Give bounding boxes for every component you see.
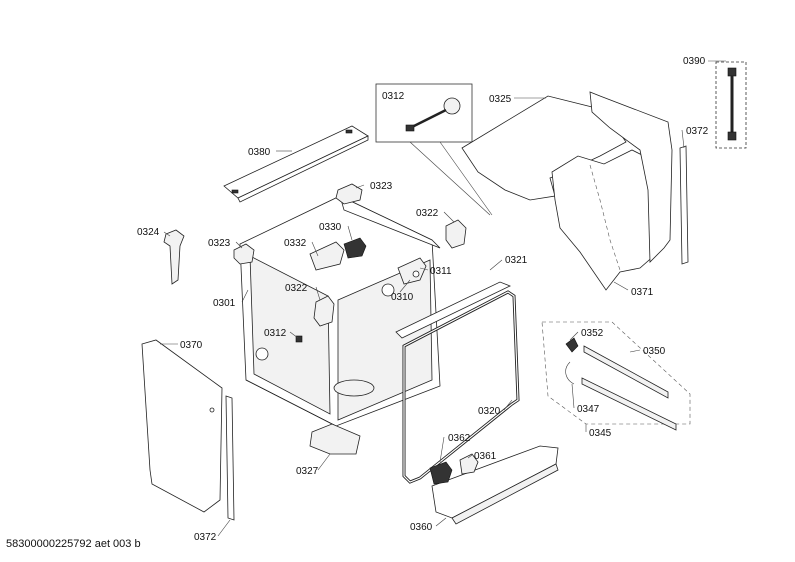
part-0323-bracket-left xyxy=(233,243,255,265)
label-0325: 0325 xyxy=(489,94,512,105)
label-0372-top: 0372 xyxy=(686,126,709,137)
callout-labels: 0390 0312 0325 0372 0380 0323 0322 0324 … xyxy=(137,56,709,543)
label-0310: 0310 xyxy=(391,292,414,303)
label-0324: 0324 xyxy=(137,227,160,238)
part-0323-bracket-top xyxy=(335,183,363,205)
label-0322-left: 0322 xyxy=(285,283,308,294)
part-0362-0361-small xyxy=(429,453,479,485)
label-0347: 0347 xyxy=(577,404,600,415)
label-0323-top: 0323 xyxy=(370,181,393,192)
part-0320-door-seal xyxy=(402,290,520,484)
leader-lines xyxy=(160,60,726,537)
part-0312-screw xyxy=(295,335,303,343)
label-0330: 0330 xyxy=(319,222,342,233)
label-0390: 0390 xyxy=(683,56,706,67)
part-0330-0332-internal xyxy=(309,237,367,271)
part-0322-bracket-left xyxy=(313,295,335,327)
label-0352: 0352 xyxy=(581,328,604,339)
part-0324-hinge xyxy=(163,229,185,285)
part-0311-0310 xyxy=(397,257,427,285)
label-0312-box: 0312 xyxy=(382,91,405,102)
part-0321-gasket xyxy=(395,281,511,339)
label-0370: 0370 xyxy=(180,340,203,351)
label-0361: 0361 xyxy=(474,451,497,462)
part-0372-bottom-strip xyxy=(225,395,235,521)
part-0372-top-strip xyxy=(679,145,689,265)
label-0350: 0350 xyxy=(643,346,666,357)
part-0327-base xyxy=(309,423,361,455)
label-0322-right: 0322 xyxy=(416,208,439,219)
label-0380: 0380 xyxy=(248,147,271,158)
part-0350-0345-rails xyxy=(541,321,691,431)
label-0301: 0301 xyxy=(213,298,236,309)
drawing-reference-caption: 58300000225792 aet 003 b xyxy=(6,538,141,550)
part-0325-insulation-mat xyxy=(461,95,657,291)
label-0362: 0362 xyxy=(448,433,471,444)
label-0327: 0327 xyxy=(296,466,319,477)
label-0332: 0332 xyxy=(284,238,307,249)
part-0370-side-panel xyxy=(141,339,223,513)
label-0312-left: 0312 xyxy=(264,328,287,339)
part-0301-tub xyxy=(239,195,441,427)
part-0312-inset-box xyxy=(375,83,493,216)
label-0320: 0320 xyxy=(478,406,501,417)
part-0380-top-plate xyxy=(223,125,369,203)
label-0360: 0360 xyxy=(410,522,433,533)
label-0371: 0371 xyxy=(631,287,654,298)
label-0311: 0311 xyxy=(430,266,452,277)
label-0345: 0345 xyxy=(589,428,612,439)
part-0371-side-panel xyxy=(589,91,673,263)
part-0360-base-tray xyxy=(431,445,559,525)
label-0323-left: 0323 xyxy=(208,238,231,249)
part-0390-hose xyxy=(715,61,747,149)
label-0372-bottom: 0372 xyxy=(194,532,217,543)
part-0322-bracket-right xyxy=(445,219,467,249)
label-0321: 0321 xyxy=(505,255,528,266)
